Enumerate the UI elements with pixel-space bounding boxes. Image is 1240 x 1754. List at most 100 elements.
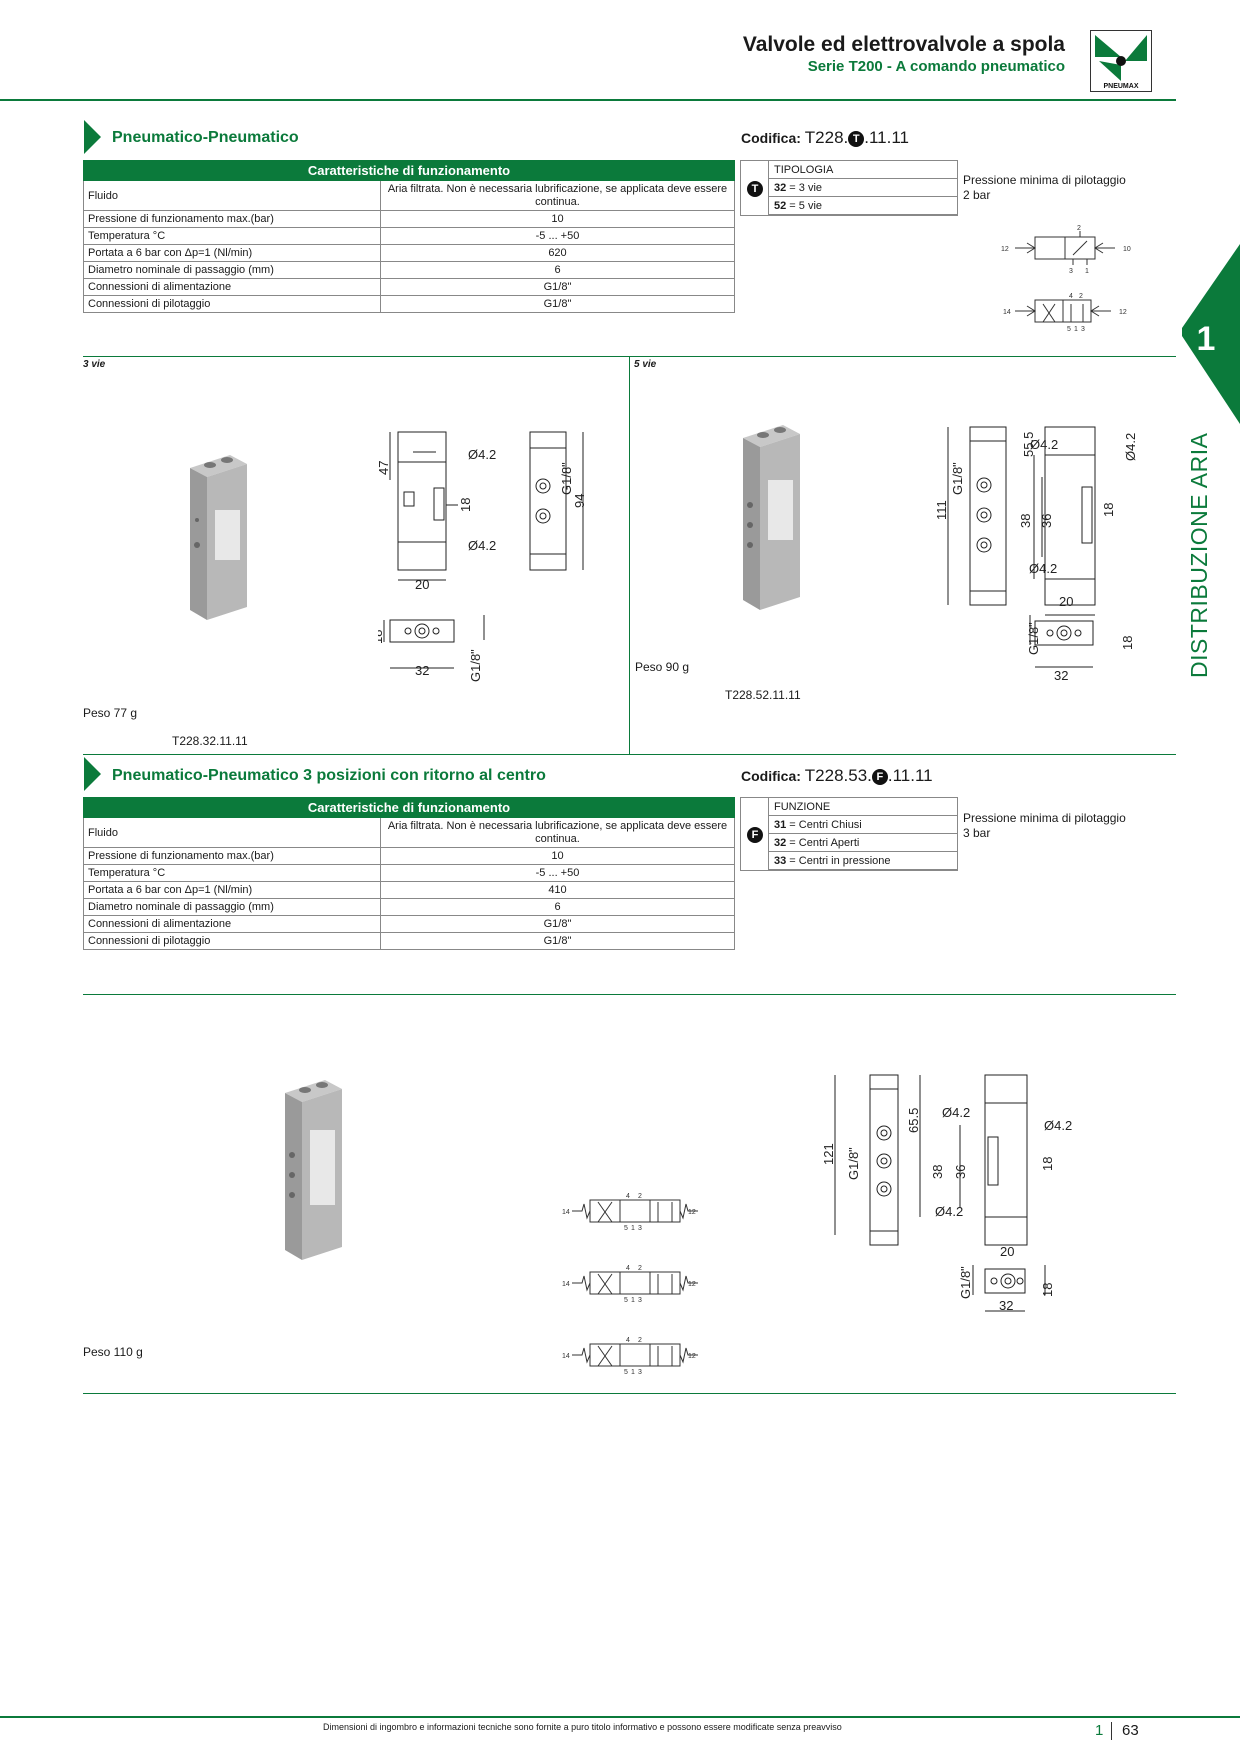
section2-note: Pressione minima di pilotaggio 3 bar xyxy=(963,811,1126,840)
page-title: Valvole ed elettrovalvole a spola xyxy=(742,33,1065,56)
dim-18: 18 xyxy=(458,498,473,512)
port-2: 2 xyxy=(1079,293,1083,300)
table-header: Caratteristiche di funzionamento xyxy=(83,797,735,818)
port-2: 2 xyxy=(638,1337,642,1344)
valve-symbol-3vie: 12 10 2 3 1 14 12 4 2 5 1 3 xyxy=(1001,225,1131,333)
port-4: 4 xyxy=(1069,293,1073,300)
caption-3vie: 3 vie xyxy=(83,359,106,370)
chapter-tab-number: 1 xyxy=(1197,320,1216,358)
port-4: 4 xyxy=(626,1193,630,1200)
row-value: -5 ... +50 xyxy=(380,227,735,245)
port-12: 12 xyxy=(688,1353,696,1360)
table-header: Caratteristiche di funzionamento xyxy=(83,160,735,181)
code-suffix: .11.11 xyxy=(864,128,910,147)
caption-5vie: 5 vie xyxy=(634,359,657,370)
section1-codifica: Codifica: T228.T.11.11 xyxy=(741,128,909,148)
dim-20: 20 xyxy=(1059,594,1073,609)
section1-option-table: TIPOLOGIA 32 = 3 vie 52 = 5 vie xyxy=(768,160,958,215)
footer-disclaimer: Dimensioni di ingombro e informazioni te… xyxy=(323,1722,842,1732)
option-row: 33 = Centri in pressione xyxy=(768,851,958,870)
dim-32: 32 xyxy=(1054,668,1068,683)
port-1: 1 xyxy=(631,1369,635,1376)
section1-title: Pneumatico-Pneumatico xyxy=(112,129,299,146)
option-code: 32 xyxy=(774,836,787,849)
footer-page-number: 63 xyxy=(1122,1722,1139,1739)
option-row: 32 = Centri Aperti xyxy=(768,833,958,852)
dim-38: 38 xyxy=(1018,514,1033,528)
drawing-3vie: 47 Ø4.2 Ø4.2 18 20 G1/8" 94 18 32 G1/8" xyxy=(378,431,587,682)
row-label: Fluido xyxy=(83,180,381,211)
row-label: Connessioni di pilotaggio xyxy=(83,932,381,950)
option-text: = 5 vie xyxy=(786,199,823,212)
option-header: FUNZIONE xyxy=(768,797,958,816)
valve-3vie-image xyxy=(190,455,247,620)
row-value: 620 xyxy=(380,244,735,262)
row-label: Pressione di funzionamento max.(bar) xyxy=(83,210,381,228)
row-value: Aria filtrata. Non è necessaria lubrific… xyxy=(380,180,735,211)
option-text: = 3 vie xyxy=(786,181,823,194)
port-12: 12 xyxy=(688,1281,696,1288)
logo-text: PNEUMAX xyxy=(1103,83,1138,90)
dim-g18: G1/8" xyxy=(559,462,574,495)
port-2: 2 xyxy=(638,1265,642,1272)
port-5: 5 xyxy=(624,1297,628,1304)
port-2: 2 xyxy=(1077,225,1081,232)
table-row: Portata a 6 bar con Δp=1 (Nl/min)620 xyxy=(83,244,735,262)
port-4: 4 xyxy=(626,1337,630,1344)
port-2: 2 xyxy=(638,1193,642,1200)
port-3: 3 xyxy=(638,1369,642,1376)
footer-separator xyxy=(1111,1722,1112,1740)
dim-32: 32 xyxy=(999,1298,1013,1313)
table-row: Pressione di funzionamento max.(bar)10 xyxy=(83,210,735,228)
dim-d42: Ø4.2 xyxy=(1030,437,1058,452)
code-badge: T xyxy=(848,131,865,147)
row-label: Pressione di funzionamento max.(bar) xyxy=(83,847,381,865)
dim-18: 18 xyxy=(1040,1283,1055,1297)
footer-divider xyxy=(0,1716,1240,1718)
row-label: Portata a 6 bar con Δp=1 (Nl/min) xyxy=(83,881,381,899)
model-3vie: T228.32.11.11 xyxy=(172,734,248,748)
section2-title: Pneumatico-Pneumatico 3 posizioni con ri… xyxy=(112,767,546,784)
dim-18: 18 xyxy=(1120,636,1135,650)
port-1: 1 xyxy=(631,1297,635,1304)
dim-d42: Ø4.2 xyxy=(935,1204,963,1219)
dim-g18: G1/8" xyxy=(958,1266,973,1299)
drawing-5vie: 111 G1/8" 55.5 38 36 Ø4.2 Ø4.2 18 Ø4.2 2… xyxy=(934,426,1138,683)
port-12: 12 xyxy=(1119,309,1127,316)
pneumax-logo: PNEUMAX xyxy=(1090,30,1152,92)
row-label: Temperatura °C xyxy=(83,227,381,245)
option-row: 32 = 3 vie xyxy=(768,178,958,197)
row-label: Connessioni di alimentazione xyxy=(83,278,381,296)
port-14: 14 xyxy=(1003,309,1011,316)
row-value: Aria filtrata. Non è necessaria lubrific… xyxy=(380,817,735,848)
dim-121: 121 xyxy=(821,1143,836,1165)
option-row: 52 = 5 vie xyxy=(768,196,958,215)
table-row: Pressione di funzionamento max.(bar)10 xyxy=(83,847,735,865)
dim-g18: G1/8" xyxy=(468,649,483,682)
divider xyxy=(83,754,1176,755)
option-text: = Centri in pressione xyxy=(786,854,891,867)
option-code: 32 xyxy=(774,181,787,194)
port-12: 12 xyxy=(1001,246,1009,253)
weight-3vie: Peso 77 g xyxy=(83,706,138,720)
dim-20: 20 xyxy=(415,577,429,592)
port-3: 3 xyxy=(638,1225,642,1232)
footer-chapter: 1 xyxy=(1095,1722,1104,1739)
valve-symbols-3pos: 14 12 4 2 5 1 3 14 12 4 2 5 1 3 14 12 4 … xyxy=(562,1193,698,1376)
chapter-tab[interactable]: 1 xyxy=(1176,244,1240,434)
option-code: 31 xyxy=(774,818,787,831)
row-value: 6 xyxy=(380,261,735,279)
dim-d42: Ø4.2 xyxy=(1029,561,1057,576)
row-value: 10 xyxy=(380,847,735,865)
dim-55-5: 55.5 xyxy=(1021,432,1036,457)
table-row: Temperatura °C-5 ... +50 xyxy=(83,864,735,882)
port-1: 1 xyxy=(1085,268,1089,275)
dim-18: 18 xyxy=(1101,503,1116,517)
